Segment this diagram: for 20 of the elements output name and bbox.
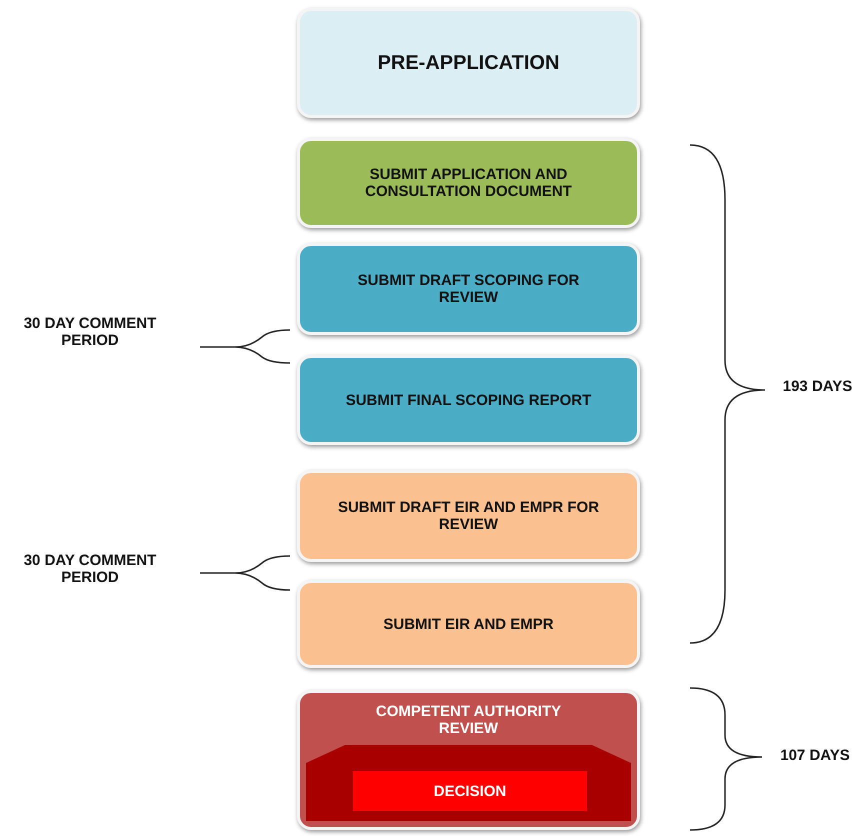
box-text: PRE-APPLICATION	[376, 52, 560, 74]
duration-label: 107 DAYS	[779, 747, 851, 764]
process-box	[297, 690, 640, 830]
duration-label: 30 DAY COMMENT PERIOD	[22, 315, 158, 349]
process-box	[297, 580, 640, 668]
box-text: DECISION	[432, 782, 508, 800]
process-box	[297, 355, 640, 445]
box-text: SUBMIT FINAL SCOPING REPORT	[344, 392, 592, 408]
box-text: SUBMIT EIR AND EMPR	[382, 616, 555, 632]
box-text: SUBMIT DRAFT SCOPING FOR REVIEW	[356, 272, 580, 306]
process-box	[297, 243, 640, 335]
box-text: COMPETENT AUTHORITY REVIEW	[374, 703, 562, 737]
process-box	[297, 470, 640, 562]
process-box	[297, 138, 640, 228]
duration-label: 30 DAY COMMENT PERIOD	[22, 552, 158, 586]
box-text: SUBMIT APPLICATION AND CONSULTATION DOCUMENT	[364, 166, 573, 200]
process-box	[297, 8, 640, 118]
duration-label: 193 DAYS	[782, 378, 854, 395]
box-text: SUBMIT DRAFT EIR AND EMPR FOR REVIEW	[336, 499, 600, 533]
decision-bar	[353, 771, 587, 811]
